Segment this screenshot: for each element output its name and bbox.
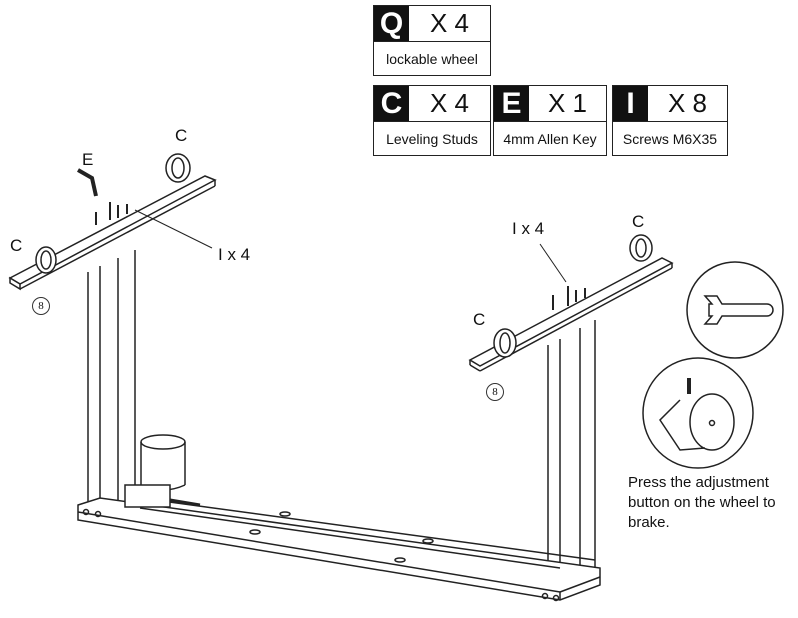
label-c-left-end: C [10,236,23,255]
allen-key [77,168,98,197]
right-top-bar [468,257,674,372]
right-leg [547,320,596,585]
caster-left-top [165,153,191,183]
part-box-q: Q X 4 lockable wheel [373,5,491,76]
label-c-right-top: C [632,212,645,231]
part-qty: X 4 [429,8,470,38]
part-letter: Q [374,6,409,41]
screws-right [552,286,586,310]
step-number-left: 8 [32,297,50,315]
wheel-detail [642,357,754,469]
part-letter: E [494,86,529,121]
label-c-left-top: C [175,126,188,145]
part-qty: X 8 [667,88,708,118]
brake-note: Press the adjustment button on the wheel… [628,474,776,531]
caster-right-end [493,328,517,358]
label-i-left: I x 4 [218,245,251,264]
part-letter: I [613,86,648,121]
label-e: E [82,150,94,169]
part-letter: C [374,86,409,121]
screws-left [95,202,128,225]
part-qty: X 1 [547,88,588,118]
left-top-bar [8,175,217,291]
label-c-right-end: C [473,310,486,329]
caster-right-top [629,234,653,262]
part-qty: X 4 [429,88,470,118]
part-desc: Screws M6X35 [622,130,718,147]
part-box-c: C X 4 Leveling Studs [373,85,491,156]
step-number-right: 8 [486,383,504,401]
part-desc: Leveling Studs [386,130,478,147]
base-beam [77,497,601,602]
caster-left-end [35,246,57,274]
label-i-right: I x 4 [512,219,545,238]
motor [124,434,201,508]
part-desc: 4mm Allen Key [503,130,597,147]
part-box-e: E X 1 4mm Allen Key [493,85,607,156]
part-desc: lockable wheel [386,50,478,67]
left-leg [87,250,136,508]
part-box-i: I X 8 Screws M6X35 [612,85,728,156]
wrench-detail [686,261,784,359]
